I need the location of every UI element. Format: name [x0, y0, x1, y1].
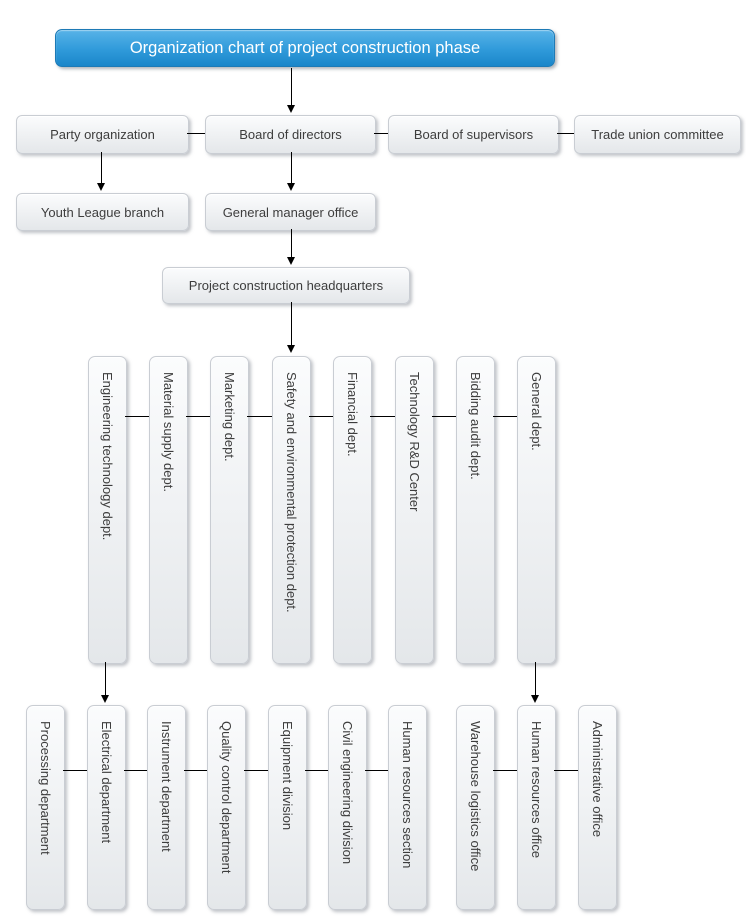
connector-bottom-4-5 — [244, 770, 268, 771]
node-label: Safety and environmental protection dept… — [284, 372, 299, 613]
connector-supervisors-trade-union — [557, 133, 574, 134]
node-general-dept: General dept. — [517, 356, 556, 664]
connector-bottom-3-4 — [184, 770, 207, 771]
node-label: Equipment division — [280, 721, 295, 831]
node-instrument-department: Instrument department — [147, 705, 186, 910]
node-label: Engineering technology dept. — [100, 372, 115, 541]
connector-middle-1-2 — [125, 416, 149, 417]
node-bidding-audit-dept: Bidding audit dept. — [456, 356, 495, 664]
connector-bottom-2-3 — [124, 770, 147, 771]
node-electrical-department: Electrical department — [87, 705, 126, 910]
node-material-supply-dept: Material supply dept. — [149, 356, 188, 664]
node-label: Instrument department — [159, 721, 174, 852]
node-engineering-technology-dept: Engineering technology dept. — [88, 356, 127, 664]
arrow-headquarters-to-departments — [287, 302, 296, 353]
node-label: Material supply dept. — [161, 372, 176, 492]
arrow-general-dept-to-hr-office — [531, 662, 540, 703]
chart-title: Organization chart of project constructi… — [55, 29, 555, 67]
arrow-title-to-directors — [287, 68, 296, 113]
node-equipment-division: Equipment division — [268, 705, 307, 910]
node-general-manager-office: General manager office — [205, 193, 376, 231]
node-label: Marketing dept. — [222, 372, 237, 462]
connector-bottom-9-10 — [554, 770, 578, 771]
connector-middle-3-4 — [247, 416, 272, 417]
node-processing-department: Processing department — [26, 705, 65, 910]
arrow-party-to-youth-league — [97, 152, 106, 191]
node-party-organization: Party organization — [16, 115, 189, 154]
connector-bottom-6-7 — [365, 770, 388, 771]
node-label: Warehouse logistics office — [468, 721, 483, 872]
connector-middle-6-7 — [432, 416, 456, 417]
node-marketing-dept: Marketing dept. — [210, 356, 249, 664]
arrow-gm-office-to-headquarters — [287, 229, 296, 265]
arrow-directors-to-gm-office — [287, 152, 296, 191]
connector-bottom-1-2 — [63, 770, 87, 771]
arrow-engineering-to-electrical — [101, 662, 110, 703]
node-label: Human resources section — [400, 721, 415, 869]
node-human-resources-office: Human resources office — [517, 705, 556, 910]
node-label: Civil engineering division — [340, 721, 355, 865]
node-board-of-supervisors: Board of supervisors — [388, 115, 559, 154]
node-technology-rd-center: Technology R&D Center — [395, 356, 434, 664]
connector-middle-7-8 — [493, 416, 517, 417]
node-label: Administrative office — [590, 721, 605, 838]
connector-middle-5-6 — [370, 416, 395, 417]
node-safety-environmental-protection-dept: Safety and environmental protection dept… — [272, 356, 311, 664]
node-project-construction-headquarters: Project construction headquarters — [162, 267, 410, 304]
node-label: Bidding audit dept. — [468, 372, 483, 480]
node-warehouse-logistics-office: Warehouse logistics office — [456, 705, 495, 910]
connector-party-directors — [187, 133, 205, 134]
node-label: Quality control department — [219, 721, 234, 874]
connector-middle-2-3 — [186, 416, 210, 417]
connector-directors-supervisors — [374, 133, 388, 134]
node-board-of-directors: Board of directors — [205, 115, 376, 154]
node-human-resources-section: Human resources section — [388, 705, 427, 910]
connector-bottom-5-6 — [305, 770, 328, 771]
node-label: Electrical department — [99, 721, 114, 844]
node-trade-union-committee: Trade union committee — [574, 115, 741, 154]
connector-bottom-8-9 — [493, 770, 517, 771]
node-label: Technology R&D Center — [407, 372, 422, 512]
node-quality-control-department: Quality control department — [207, 705, 246, 910]
node-administrative-office: Administrative office — [578, 705, 617, 910]
node-label: Financial dept. — [345, 372, 360, 457]
node-label: General dept. — [529, 372, 544, 451]
node-civil-engineering-division: Civil engineering division — [328, 705, 367, 910]
node-youth-league-branch: Youth League branch — [16, 193, 189, 231]
connector-middle-4-5 — [309, 416, 333, 417]
node-financial-dept: Financial dept. — [333, 356, 372, 664]
node-label: Human resources office — [529, 721, 544, 859]
node-label: Processing department — [38, 721, 53, 855]
